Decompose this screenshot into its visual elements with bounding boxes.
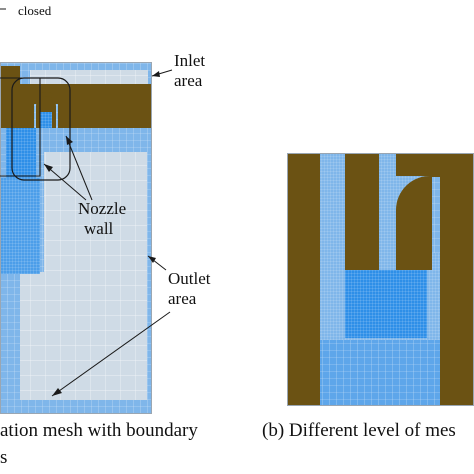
panel-b-left-wall: [287, 153, 320, 406]
nozzle-arrow-1: [43, 163, 87, 201]
nozzle-arrow-2: [65, 135, 93, 201]
panel-b-mesh: [287, 153, 474, 406]
outlet-label-line2: area: [168, 289, 197, 308]
panel-a-domain-border: [0, 62, 152, 414]
outlet-arrow-2: [51, 311, 171, 397]
panel-b-nozzle-wall: [395, 175, 432, 270]
panel-a-nozzle-bracket: [0, 77, 41, 177]
panel-a-nozzle-box: [11, 77, 71, 181]
panel-a-mesh: [0, 62, 152, 414]
nozzle-label-line1: Nozzle: [78, 199, 127, 218]
panel-b-caption: (b) Different level of mes: [262, 420, 456, 441]
header-partial-text: closed: [18, 3, 52, 18]
inlet-label-line1: Inlet: [174, 51, 206, 70]
nozzle-label-line2: wall: [84, 219, 114, 238]
outlet-label-line1: Outlet: [168, 269, 211, 288]
inlet-label-line2: area: [174, 71, 203, 90]
panel-a-annotations: [0, 8, 173, 397]
panel-a-caption-line2: s: [0, 447, 8, 468]
panel-b-right-wall: [440, 253, 474, 406]
panel-b-center-wall: [345, 153, 379, 270]
panel-a-caption-line1: ation mesh with boundary: [0, 420, 198, 441]
